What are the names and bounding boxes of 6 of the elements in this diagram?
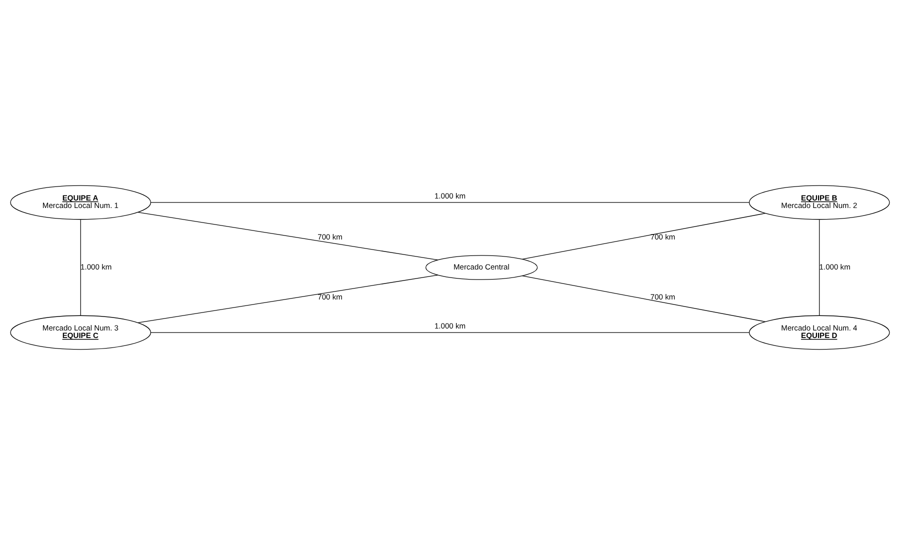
connector <box>819 218 820 316</box>
connector <box>522 274 766 322</box>
connector <box>522 212 766 259</box>
connector <box>80 218 81 316</box>
connector <box>138 211 438 260</box>
connector <box>138 274 438 323</box>
